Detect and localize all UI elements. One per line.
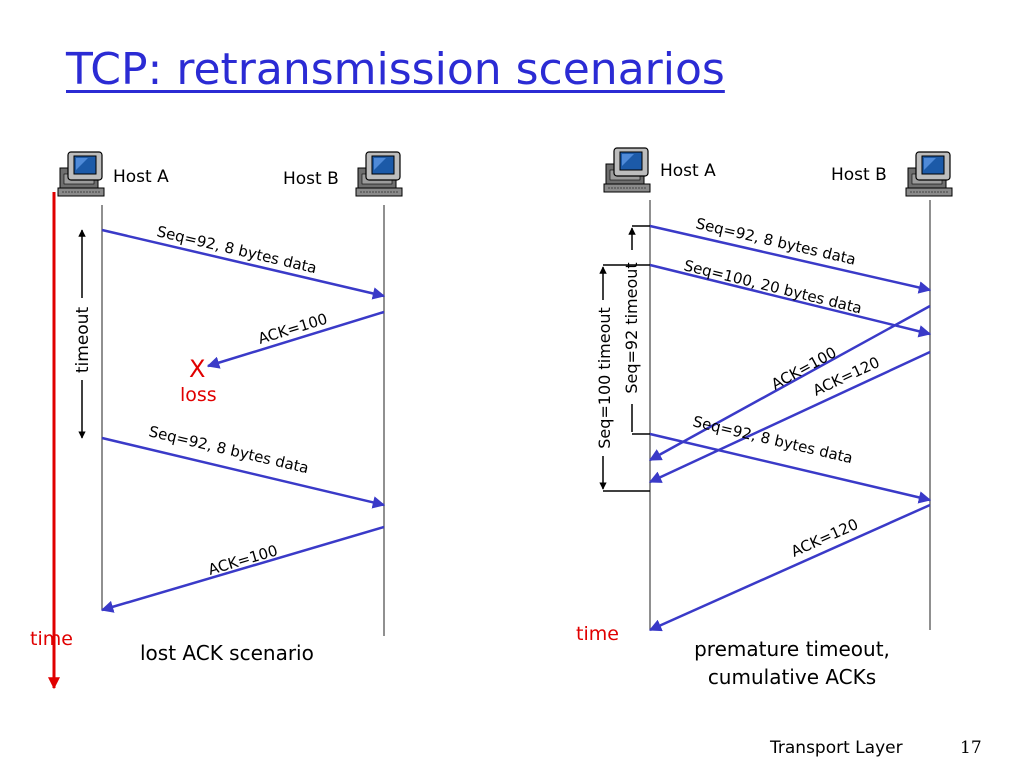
right-caption-line2: cumulative ACKs bbox=[708, 665, 876, 689]
left-scenario: Host A Host B time timeout Seq=92, 8 byt… bbox=[30, 151, 403, 690]
right-msg-ack120-final bbox=[648, 503, 931, 632]
loss-x-mark: X bbox=[189, 355, 205, 383]
left-msg-ack100-lost-label: ACK=100 bbox=[256, 310, 330, 348]
right-msg-seq92-retransmit bbox=[649, 432, 932, 504]
right-msg-ack120-final-label: ACK=120 bbox=[788, 515, 861, 561]
right-msg-seq92 bbox=[649, 224, 932, 294]
right-msg-seq92-retransmit-label: Seq=92, 8 bytes data bbox=[691, 412, 854, 467]
right-host-b-label: Host B bbox=[831, 165, 887, 185]
right-msg-ack120 bbox=[648, 350, 931, 484]
seq100-timeout-label: Seq=100 timeout bbox=[595, 307, 614, 449]
left-caption: lost ACK scenario bbox=[140, 641, 314, 665]
left-msg-ack100-label: ACK=100 bbox=[206, 541, 280, 578]
left-host-a-label: Host A bbox=[113, 167, 169, 187]
right-host-b-computer-icon bbox=[905, 151, 953, 197]
right-msg-seq100 bbox=[649, 263, 932, 338]
left-host-b-label: Host B bbox=[283, 169, 339, 189]
host-b-computer-icon bbox=[355, 151, 403, 197]
left-msg-ack100-lost bbox=[206, 310, 385, 369]
right-host-a-computer-icon bbox=[603, 147, 651, 193]
right-host-a-label: Host A bbox=[660, 161, 716, 181]
right-scenario: Host A Host B Seq=92 timeout Seq=100 tim… bbox=[576, 147, 953, 689]
host-a-computer-icon bbox=[57, 151, 105, 197]
left-time-label: time bbox=[30, 628, 73, 650]
footer-label: Transport Layer bbox=[770, 738, 903, 758]
left-msg-seq92 bbox=[101, 228, 386, 300]
left-timeout-label: timeout bbox=[73, 307, 93, 374]
right-time-label: time bbox=[576, 623, 619, 645]
left-msg-ack100 bbox=[100, 525, 385, 613]
right-msg-ack100 bbox=[648, 304, 931, 462]
right-caption-line1: premature timeout, bbox=[694, 637, 890, 661]
seq92-timeout-label: Seq=92 timeout bbox=[622, 262, 641, 393]
slide-title: TCP: retransmission scenarios bbox=[66, 44, 725, 95]
left-msg-seq92-retransmit bbox=[101, 436, 386, 509]
left-msg-seq92-label: Seq=92, 8 bytes data bbox=[155, 222, 318, 277]
right-msg-seq100-label: Seq=100, 20 bytes data bbox=[682, 256, 864, 317]
page-number: 17 bbox=[960, 738, 982, 758]
loss-label: loss bbox=[180, 384, 217, 406]
